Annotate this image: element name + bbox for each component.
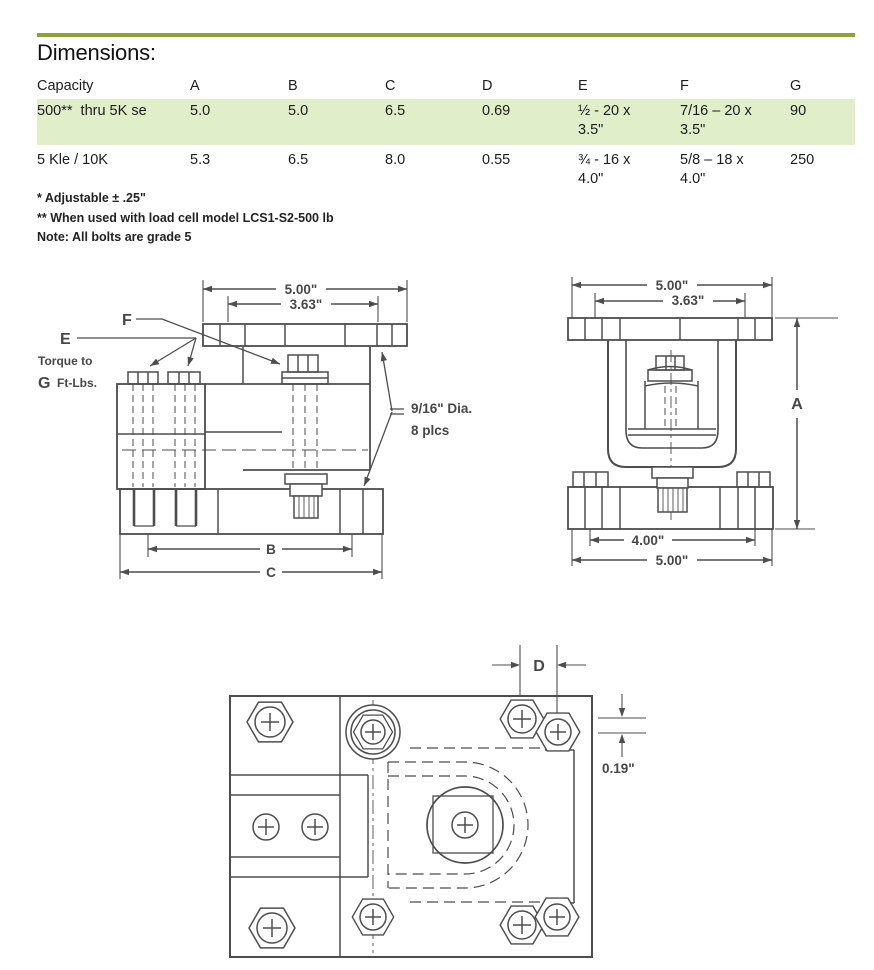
torque-note: Torque to <box>38 354 92 368</box>
bolt-hole-icon <box>252 813 280 841</box>
hex-bolt-icon <box>534 897 580 937</box>
cell-b: 6.5 <box>288 152 309 168</box>
col-header-f: F <box>680 78 689 94</box>
dim-label-width-inner: 3.63" <box>290 297 323 312</box>
cell-d: 0.55 <box>482 152 511 168</box>
bolt-hole-icon <box>451 811 479 839</box>
side-view-drawing: 5.00" 3.63" F E Torque to G Ft-Lbs. 9/16… <box>38 280 472 580</box>
dim-label-a: A <box>791 396 803 413</box>
table-row: 500** thru 5K se 5.0 5.0 6.5 0.69 ½ - 20… <box>37 99 855 145</box>
top-view-drawing: D 0.19" <box>229 645 646 958</box>
hex-bolt-icon <box>351 898 395 936</box>
dim-label-offset: 0.19" <box>602 761 635 776</box>
hex-bolt-washer-icon <box>345 704 401 760</box>
cell-b: 5.0 <box>288 103 309 119</box>
dim-label-base-inner: 4.00" <box>632 533 665 548</box>
cell-c: 8.0 <box>385 152 406 168</box>
footnotes: * Adjustable ± .25" ** When used with lo… <box>37 189 334 248</box>
footnote-load-cell: ** When used with load cell model LCS1-S… <box>37 210 334 225</box>
cell-g: 90 <box>790 103 807 119</box>
cell-e: ½ - 20 x 3.5" <box>578 103 631 138</box>
cell-a: 5.0 <box>190 103 211 119</box>
cell-capacity: 5 Kle / 10K <box>37 152 108 168</box>
hole-note-line2: 8 plcs <box>411 423 449 438</box>
hex-bolt-icon <box>499 699 545 739</box>
table-header-row: Capacity A B C D E F G <box>37 77 855 98</box>
col-header-e: E <box>578 78 588 94</box>
hex-bolt-icon <box>248 907 296 949</box>
col-header-b: B <box>288 78 298 94</box>
label-f: F <box>122 312 132 329</box>
cell-d: 0.69 <box>482 103 511 119</box>
cell-e: ¾ - 16 x 4.0" <box>578 152 631 187</box>
dimensions-table: Capacity A B C D E F G 500** thru 5K se … <box>37 77 855 189</box>
footnote-adjustable: * Adjustable ± .25" <box>37 191 146 205</box>
front-view-drawing: 5.00" 3.63" A 4.00" 5.00" <box>567 277 838 568</box>
dim-label-d: D <box>533 658 545 675</box>
cell-g: 250 <box>790 152 815 168</box>
col-header-g: G <box>790 78 802 94</box>
dim-label-base-outer: 5.00" <box>656 553 689 568</box>
torque-g: G <box>38 375 50 392</box>
bolt-hole-icon <box>301 813 329 841</box>
footnote-bolts: Note: All bolts are grade 5 <box>37 230 192 244</box>
cell-c: 6.5 <box>385 103 406 119</box>
hex-bolt-icon <box>246 701 294 743</box>
cell-f: 7/16 – 20 x 3.5" <box>680 103 752 138</box>
dim-label-width-inner: 3.63" <box>672 293 705 308</box>
hex-bolt-icon <box>535 712 581 752</box>
col-header-d: D <box>482 78 493 94</box>
cell-f: 5/8 – 18 x 4.0" <box>680 152 744 187</box>
torque-units: Ft-Lbs. <box>57 376 97 390</box>
dim-label-c: C <box>266 565 276 580</box>
col-header-capacity: Capacity <box>37 78 94 94</box>
col-header-c: C <box>385 78 396 94</box>
table-row: 5 Kle / 10K 5.3 6.5 8.0 0.55 ¾ - 16 x 4.… <box>37 145 855 189</box>
hex-bolt-icon <box>499 905 545 945</box>
dim-label-width-outer: 5.00" <box>656 278 689 293</box>
accent-rule <box>37 33 855 37</box>
dim-label-b: B <box>266 542 276 557</box>
page-title: Dimensions: <box>37 40 156 65</box>
hole-note-line1: 9/16" Dia. <box>411 401 472 416</box>
dim-label-width-outer: 5.00" <box>285 282 318 297</box>
cell-a: 5.3 <box>190 152 211 168</box>
col-header-a: A <box>190 78 200 94</box>
cell-capacity: 500** thru 5K se <box>37 103 147 119</box>
label-e: E <box>60 331 71 348</box>
